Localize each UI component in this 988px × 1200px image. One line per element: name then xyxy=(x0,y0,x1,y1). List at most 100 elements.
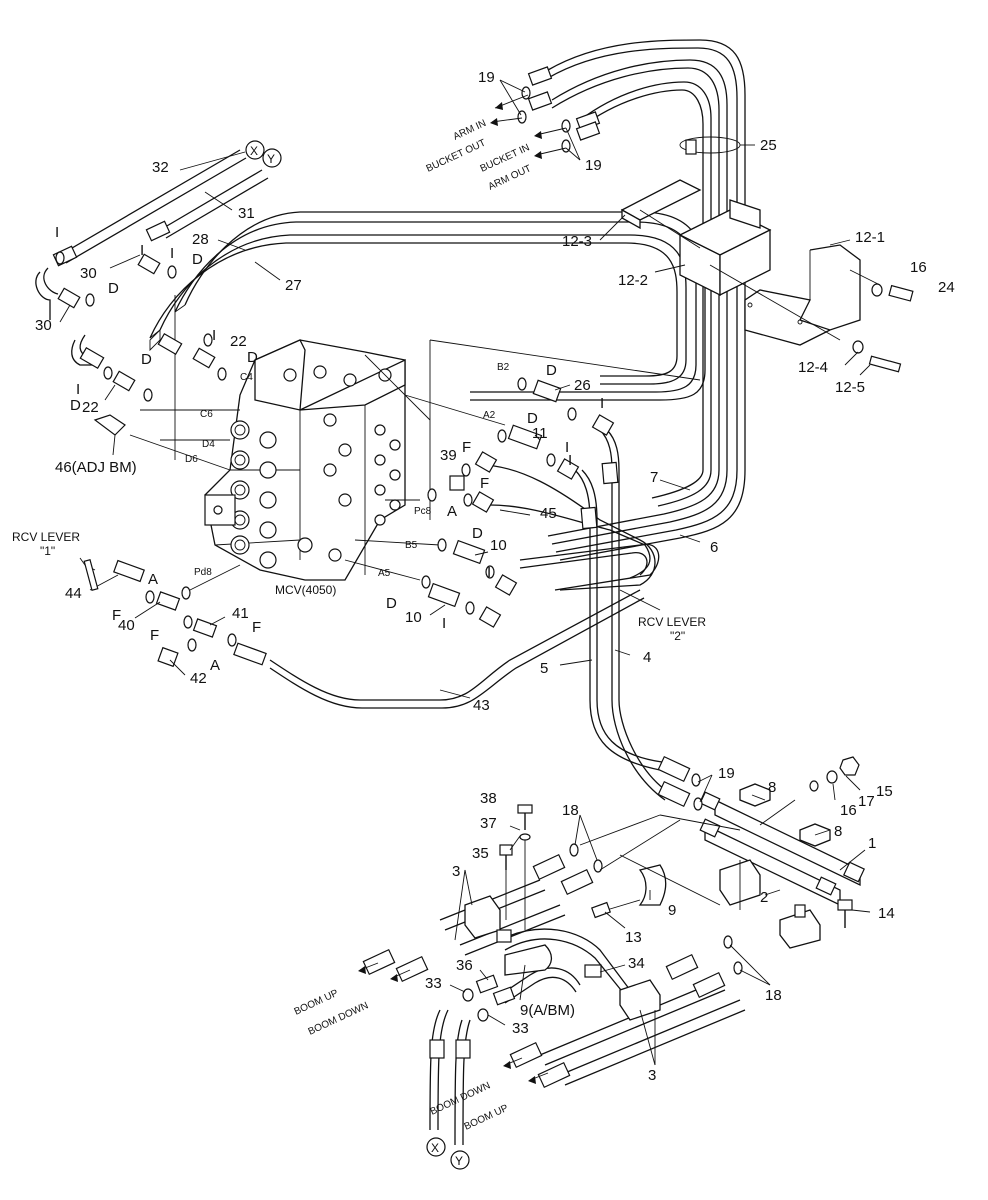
ref-x-top xyxy=(245,140,265,160)
port-b2: B2 xyxy=(497,362,510,373)
callout-10a: 10 xyxy=(490,537,507,554)
letter-f-4: F xyxy=(150,627,159,644)
port-d6: D6 xyxy=(185,454,198,465)
letter-i-7: I xyxy=(487,564,491,581)
letter-f-5: F xyxy=(252,619,261,636)
port-labels: B2 A2 C4 C6 D4 D6 Pc8 B5 A5 Pd8 xyxy=(185,362,510,579)
callout-16b: 16 xyxy=(840,802,857,819)
hose-6-7 xyxy=(479,464,660,591)
callout-41: 41 xyxy=(232,605,249,622)
callout-36: 36 xyxy=(456,957,473,974)
callout-10b: 10 xyxy=(405,609,422,626)
letter-d-8: D xyxy=(386,595,397,612)
callout-34: 34 xyxy=(628,955,645,972)
hose-43 xyxy=(269,589,645,709)
callout-12-2: 12-2 xyxy=(618,272,648,289)
letter-d-4: D xyxy=(141,351,152,368)
port-d4: D4 xyxy=(202,439,215,450)
hose-4-5 xyxy=(574,429,669,801)
callout-12-5: 12-5 xyxy=(835,379,865,396)
callout-11: 11 xyxy=(532,425,548,442)
callout-18a: 18 xyxy=(562,802,579,819)
letter-f-3: F xyxy=(112,607,121,624)
port-a5: A5 xyxy=(378,568,391,579)
ref-x-bottom-label: X xyxy=(431,1141,439,1155)
letter-d-2: D xyxy=(108,280,119,297)
port-b5: B5 xyxy=(405,540,418,551)
letter-i-3: I xyxy=(212,327,216,344)
seal-letters: I I I I I I I I I I D D D D D D D D D F … xyxy=(55,224,604,674)
hose-27-28 xyxy=(149,211,706,401)
callout-15: 15 xyxy=(876,783,893,800)
callout-24: 24 xyxy=(938,279,955,296)
callout-numbers: 19 19 19 25 32 31 28 27 30 30 12-3 12-2 … xyxy=(35,69,955,1084)
bottom-hoses xyxy=(429,879,746,1146)
callout-27: 27 xyxy=(285,277,302,294)
callout-14: 14 xyxy=(878,905,895,922)
callout-26: 26 xyxy=(574,377,591,394)
callout-33b: 33 xyxy=(512,1020,529,1037)
letter-f-2: F xyxy=(480,475,489,492)
letter-a-2: A xyxy=(148,571,158,588)
callout-46: 46(ADJ BM) xyxy=(55,459,137,476)
callout-16a: 16 xyxy=(910,259,927,276)
callout-45: 45 xyxy=(540,505,557,522)
callout-17: 17 xyxy=(858,793,875,810)
ref-y-bottom-label: Y xyxy=(455,1154,463,1168)
callout-8a: 8 xyxy=(768,779,776,796)
letter-i-5: I xyxy=(600,395,604,412)
callout-leaders xyxy=(59,79,871,1066)
letter-f-1: F xyxy=(462,439,471,456)
callout-37: 37 xyxy=(480,815,497,832)
upper-fittings xyxy=(52,66,615,668)
label-bucket-out: BUCKET OUT xyxy=(425,138,488,175)
callout-42: 42 xyxy=(190,670,207,687)
callout-18b: 18 xyxy=(765,987,782,1004)
callout-33a: 33 xyxy=(425,975,442,992)
letter-i-9: I xyxy=(140,242,144,259)
callout-30a: 30 xyxy=(80,265,97,282)
ref-x-top-label: X xyxy=(250,144,258,158)
callout-19a: 19 xyxy=(478,69,495,86)
port-a2: A2 xyxy=(483,410,496,421)
letter-i-6: I xyxy=(565,439,569,456)
ref-y-top xyxy=(262,148,282,168)
callout-40: 40 xyxy=(118,617,135,634)
mcv-label: MCV(4050) xyxy=(275,583,336,597)
callout-9abm: 9(A/BM) xyxy=(520,1002,575,1019)
rcv-lever-1-line2: "1" xyxy=(40,544,55,558)
callout-25: 25 xyxy=(760,137,777,154)
component-labels: RCV LEVER "1" RCV LEVER "2" MCV(4050) xyxy=(12,530,706,643)
callout-22a: 22 xyxy=(230,333,247,350)
ref-y-top-label: Y xyxy=(267,152,275,166)
o-ring-seals xyxy=(55,251,577,652)
callout-3a: 3 xyxy=(452,863,460,880)
letter-i-10: I xyxy=(568,452,572,469)
rcv-lever-2-line1: RCV LEVER xyxy=(638,615,706,629)
label-boom-up-1: BOOM UP xyxy=(293,988,341,1018)
ref-y-bottom xyxy=(450,1150,470,1170)
callout-35: 35 xyxy=(472,845,489,862)
callout-19c: 19 xyxy=(718,765,735,782)
letter-i-1: I xyxy=(55,224,59,241)
callout-12-3: 12-3 xyxy=(562,233,592,250)
upper-hose-bundle xyxy=(547,39,746,561)
letter-d-9: D xyxy=(70,397,81,414)
callout-32: 32 xyxy=(152,159,169,176)
letter-d-6: D xyxy=(527,410,538,427)
callout-3b: 3 xyxy=(648,1067,656,1084)
letter-d-7: D xyxy=(472,525,483,542)
callout-19b: 19 xyxy=(585,157,602,174)
port-pc8: Pc8 xyxy=(414,506,432,517)
rcv-lever-1-line1: RCV LEVER xyxy=(12,530,80,544)
letter-d-5: D xyxy=(546,362,557,379)
port-c4: C4 xyxy=(240,372,253,383)
callout-30b: 30 xyxy=(35,317,52,334)
callout-8b: 8 xyxy=(834,823,842,840)
letter-d-3: D xyxy=(247,349,258,366)
callout-22b: 22 xyxy=(82,399,99,416)
callout-12-4: 12-4 xyxy=(798,359,828,376)
callout-5: 5 xyxy=(540,660,548,677)
callout-13: 13 xyxy=(625,929,642,946)
